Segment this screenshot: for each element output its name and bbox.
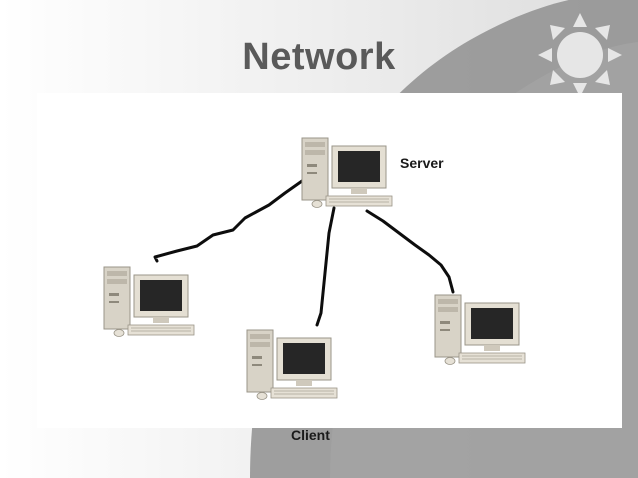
network-cables xyxy=(153,179,455,327)
client-computer-middle-icon xyxy=(246,329,338,400)
cable-server-right xyxy=(365,209,455,294)
client-computer-left-icon xyxy=(103,266,195,337)
client-label: Client xyxy=(291,427,330,443)
client-computer-right-icon xyxy=(434,294,526,365)
network-diagram xyxy=(103,137,526,400)
slide-title: Network xyxy=(242,36,396,78)
server-label: Server xyxy=(400,155,444,171)
sun-icon xyxy=(538,13,622,97)
cable-server-left xyxy=(153,179,304,263)
server-computer-icon xyxy=(301,137,393,208)
diagram-panel xyxy=(37,93,622,428)
cable-server-middle xyxy=(315,206,336,327)
